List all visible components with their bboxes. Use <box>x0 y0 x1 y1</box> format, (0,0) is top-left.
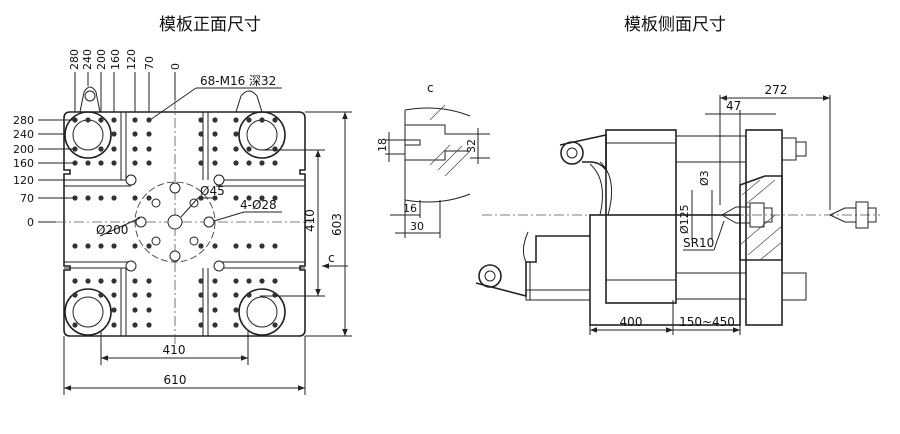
small-holes-label: 4-Ø28 <box>240 198 277 212</box>
top-dim-280: 280 <box>68 49 81 70</box>
lift-eye-left-hole <box>84 90 96 102</box>
side-dim-stroke: 150~450 <box>679 315 735 329</box>
left-dim-200: 200 <box>13 143 34 156</box>
top-dim-lines <box>74 72 176 112</box>
center-hole-leader <box>180 197 199 218</box>
front-plate-outline <box>63 111 306 337</box>
top-dim-120: 120 <box>125 49 138 70</box>
left-dim-70: 70 <box>20 192 34 205</box>
locating-circle <box>134 181 216 263</box>
section-mark: c <box>427 81 434 95</box>
top-dim-200: 200 <box>95 49 108 70</box>
lower-pin <box>478 264 502 288</box>
left-dim-lines <box>38 119 75 223</box>
section-dim-16: 16 <box>403 202 417 215</box>
front-outer-width: 610 <box>164 373 187 387</box>
tie-bar-holes <box>64 111 286 336</box>
left-dim-280: 280 <box>13 114 34 127</box>
front-inner-width: 410 <box>163 343 186 357</box>
small-holes-leader <box>213 211 245 222</box>
section-dim-32: 32 <box>465 139 478 153</box>
center-hole-label: Ø45 <box>200 184 225 198</box>
left-dim-240: 240 <box>13 128 34 141</box>
front-view: 280 240 200 160 120 70 0 280 240 200 160… <box>13 49 352 395</box>
front-outer-height: 603 <box>330 213 344 236</box>
side-radius: SR10 <box>683 236 714 250</box>
tie-bar-top <box>675 135 747 163</box>
lift-eye-left <box>79 86 101 113</box>
left-dim-160: 160 <box>13 157 34 170</box>
center-hole <box>167 214 183 230</box>
section-dim-30: 30 <box>410 220 424 233</box>
side-dim-272: 272 <box>765 83 788 97</box>
thread-note: 68-M16 深32 <box>200 74 276 88</box>
left-dim-120: 120 <box>13 174 34 187</box>
thread-note-leader <box>149 87 197 121</box>
locating-circle-leader <box>99 217 141 237</box>
t-slots <box>64 112 305 336</box>
tie-bar-bottom <box>675 272 747 300</box>
ejector-holes <box>125 174 225 272</box>
top-dim-240: 240 <box>81 49 94 70</box>
upper-pin <box>560 141 584 165</box>
front-inner-height: 410 <box>303 209 317 232</box>
threaded-holes <box>72 117 278 328</box>
side-view: 272 47 Ø3 Ø125 SR10 400 150~450 <box>475 83 880 335</box>
sr10-leader <box>713 220 725 251</box>
moving-platen <box>589 214 741 326</box>
side-view-title: 模板侧面尺寸 <box>624 15 726 35</box>
front-view-title: 模板正面尺寸 <box>159 15 261 35</box>
locating-circle-label: Ø200 <box>96 223 128 237</box>
section-dim-18: 18 <box>376 138 389 152</box>
fixed-platen <box>605 129 677 304</box>
side-dim-400: 400 <box>620 315 643 329</box>
side-dim-3: Ø3 <box>698 170 711 186</box>
top-dim-0: 0 <box>169 63 182 70</box>
side-dim-125: Ø125 <box>678 204 691 234</box>
top-dim-160: 160 <box>109 49 122 70</box>
top-dim-70: 70 <box>143 56 156 70</box>
front-section-mark: c <box>328 251 335 265</box>
left-dim-0: 0 <box>27 216 34 229</box>
lift-eye-right <box>235 90 263 113</box>
section-detail: c 18 32 16 30 <box>376 81 490 238</box>
side-dim-47: 47 <box>726 99 741 113</box>
